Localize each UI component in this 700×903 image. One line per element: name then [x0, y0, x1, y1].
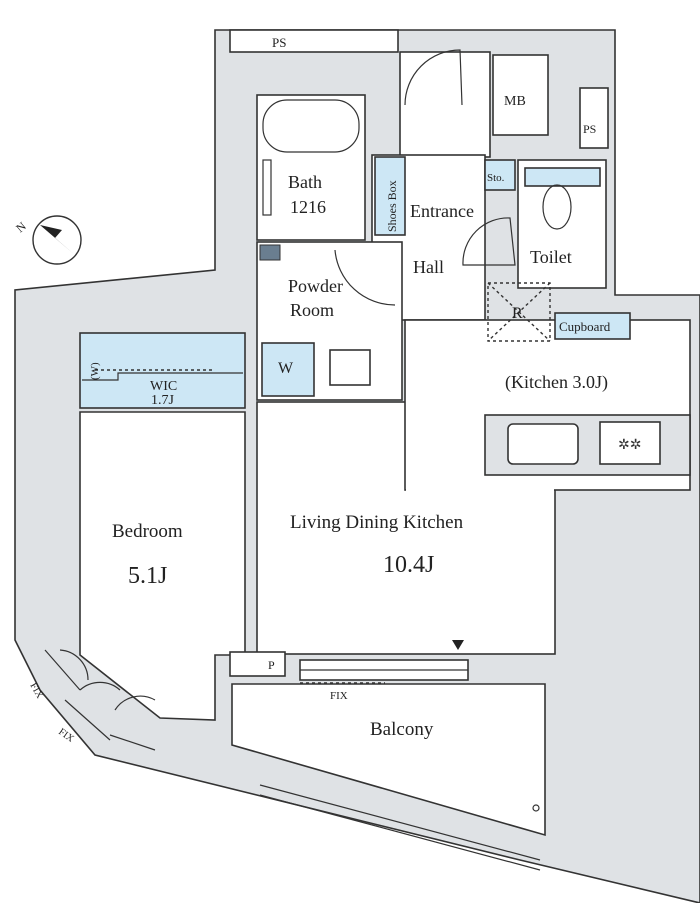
toilet-door-swing[interactable]	[462, 217, 516, 266]
entrance-door-area	[399, 51, 491, 158]
wic-size-label: 1.7J	[151, 393, 175, 408]
shoes-box[interactable]	[374, 156, 406, 236]
toilet-label: Toilet	[530, 247, 572, 267]
sto-label: Sto.	[487, 172, 505, 184]
bath-label: Bath	[288, 172, 322, 192]
wic-label: WIC	[150, 379, 177, 394]
fix-balcony-label: FIX	[330, 690, 348, 702]
cupboard-label: Cupboard	[559, 319, 611, 334]
p-box	[229, 651, 286, 677]
ldk-size-label: 10.4J	[383, 552, 434, 578]
bedroom	[79, 411, 246, 721]
powder-label-2: Room	[290, 300, 334, 320]
kitchen-label: (Kitchen 3.0J)	[505, 372, 608, 393]
compass-north-label: N	[13, 219, 29, 236]
powder-label-1: Powder	[288, 276, 343, 296]
entry-marker-icon	[452, 640, 464, 650]
entrance-door-swing[interactable]	[404, 49, 463, 106]
ldk-label: Living Dining Kitchen	[290, 512, 464, 533]
mb-room	[492, 54, 549, 136]
balcony-label: Balcony	[370, 719, 434, 740]
bath-counter	[262, 159, 272, 216]
storage[interactable]	[484, 159, 516, 191]
ps-top	[229, 29, 399, 53]
shoes-box-label: Shoes Box	[385, 180, 399, 232]
washbasin	[329, 349, 371, 386]
ps-right-label: PS	[583, 122, 596, 136]
bedroom-label: Bedroom	[112, 521, 183, 542]
bay-window-swings[interactable]	[59, 649, 156, 711]
washer-space[interactable]	[261, 342, 315, 397]
refrigerator-label: R	[512, 305, 523, 322]
powder-door-swing[interactable]	[334, 249, 396, 306]
refrigerator-space	[487, 282, 551, 342]
toilet-shelf	[524, 167, 601, 187]
compass-icon: N	[13, 215, 82, 265]
cupboard[interactable]	[554, 312, 631, 340]
balcony	[231, 683, 546, 837]
stove	[599, 421, 661, 465]
ps-right	[579, 87, 609, 149]
towel-rack	[259, 244, 281, 261]
mb-label: MB	[504, 94, 526, 109]
bay-window	[44, 649, 156, 751]
p-label: P	[268, 658, 275, 672]
hall-label: Hall	[413, 257, 444, 277]
kitchen-sink	[507, 423, 579, 465]
bath-size-label: 1216	[290, 197, 326, 217]
bathtub	[262, 99, 360, 153]
toilet-bowl	[542, 184, 572, 230]
washer-label: W	[278, 360, 294, 377]
ps-top-label: PS	[272, 35, 286, 50]
bedroom-size-label: 5.1J	[128, 563, 167, 589]
entrance-label: Entrance	[410, 201, 474, 221]
wic-w-label: (W)	[89, 362, 101, 380]
bath-room	[256, 94, 366, 241]
stove-burners-icon: ✲✲	[618, 438, 641, 453]
